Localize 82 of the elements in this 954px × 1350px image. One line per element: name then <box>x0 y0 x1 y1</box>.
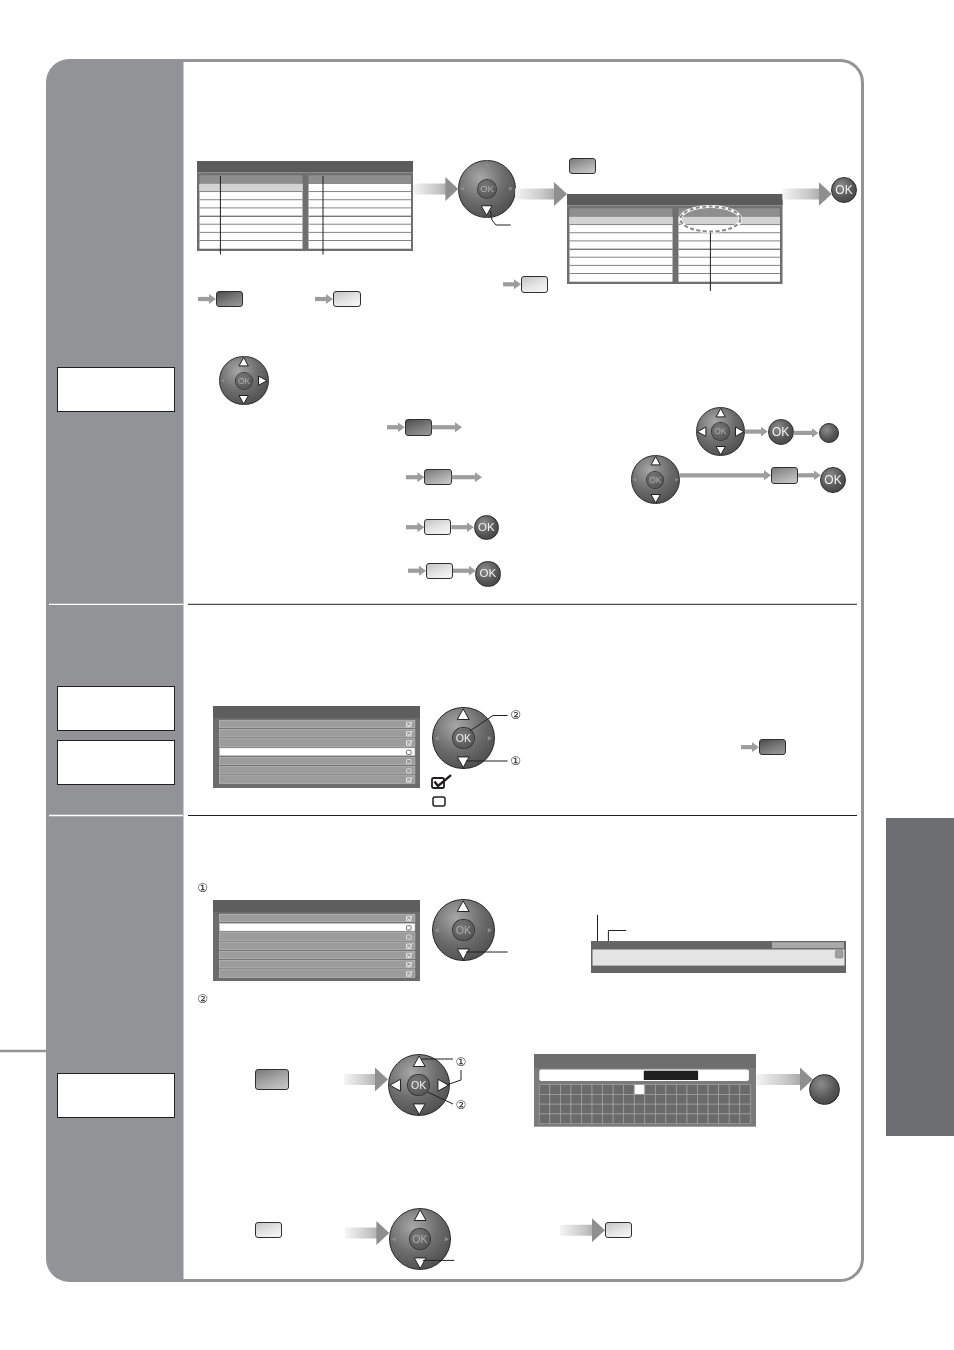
arrow <box>451 472 482 483</box>
arrow <box>387 422 405 433</box>
block-arrow <box>560 1218 605 1243</box>
arrow <box>679 470 771 481</box>
ok-button: OK <box>831 177 857 203</box>
info-bar-screen <box>591 941 846 974</box>
ok-button: OK <box>767 418 794 445</box>
remote-button <box>216 291 243 307</box>
leader-line <box>427 1091 454 1105</box>
ok-key: OK <box>477 179 497 199</box>
remote-button <box>424 469 452 486</box>
remote-button <box>605 1222 632 1239</box>
remote-button <box>426 562 453 579</box>
block-arrow <box>782 182 832 206</box>
block-arrow <box>345 1221 390 1245</box>
block-arrow <box>413 177 459 201</box>
blank-label-panel <box>57 686 175 731</box>
leader-line <box>597 914 598 942</box>
arrow <box>453 565 476 576</box>
leader-line <box>219 175 221 255</box>
arrow <box>745 426 768 437</box>
arrow <box>406 522 425 533</box>
round-button <box>808 1074 841 1106</box>
ok-key: OK <box>408 1074 429 1096</box>
block-arrow <box>756 1067 813 1092</box>
ok-key: OK <box>409 1228 431 1250</box>
leader-line <box>322 175 324 255</box>
arrow <box>741 742 759 753</box>
remote-button <box>404 419 432 436</box>
leader-line <box>709 232 711 292</box>
menu-screen <box>212 706 420 788</box>
ok-key: OK <box>235 372 253 389</box>
arrow <box>503 279 521 290</box>
side-tab <box>886 818 954 1136</box>
leader-line <box>469 715 509 732</box>
remote-button <box>333 291 361 307</box>
leader-line <box>465 951 509 953</box>
ok-key: OK <box>647 471 664 488</box>
direction-pad <box>219 356 269 406</box>
remote-button <box>521 276 548 293</box>
ok-key: OK <box>712 423 729 440</box>
arrow <box>198 294 216 304</box>
blank-label-panel <box>57 1073 175 1118</box>
ok-key: OK <box>453 919 474 941</box>
ok-button: OK <box>820 466 846 493</box>
table-screen <box>196 161 413 251</box>
menu-screen <box>212 899 420 981</box>
keyboard-screen <box>533 1054 756 1127</box>
leader-line <box>422 1259 455 1261</box>
remote-button <box>771 467 798 484</box>
leader-line <box>465 760 509 762</box>
arrow <box>793 427 819 438</box>
leader-line <box>607 930 627 942</box>
ok-button: OK <box>473 514 499 541</box>
remote-button <box>254 1069 289 1090</box>
step-number: ① <box>196 879 209 896</box>
blank-label-panel <box>57 740 175 785</box>
table-screen <box>567 194 783 284</box>
arrow <box>315 294 333 304</box>
arrow <box>798 470 821 481</box>
arrow <box>431 422 462 433</box>
callout-number: ① <box>453 1054 469 1070</box>
round-button <box>818 422 840 444</box>
arrow <box>408 565 426 576</box>
callout-number: ① <box>507 753 524 769</box>
remote-button <box>254 1222 282 1239</box>
block-arrow <box>344 1067 388 1092</box>
remote-button <box>568 158 596 174</box>
leader-line <box>489 210 512 226</box>
arrow <box>406 472 425 483</box>
ok-key: OK <box>453 727 474 749</box>
block-arrow <box>515 182 567 206</box>
callout-number: ② <box>453 1097 469 1113</box>
remote-button <box>759 739 786 755</box>
blank-label-panel <box>57 366 175 412</box>
step-number: ② <box>196 991 209 1007</box>
leader-line <box>421 1058 462 1086</box>
arrow <box>451 522 474 533</box>
direction-pad <box>458 160 516 218</box>
callout-number: ② <box>507 707 524 723</box>
ok-button: OK <box>475 561 501 587</box>
remote-button <box>424 519 452 536</box>
